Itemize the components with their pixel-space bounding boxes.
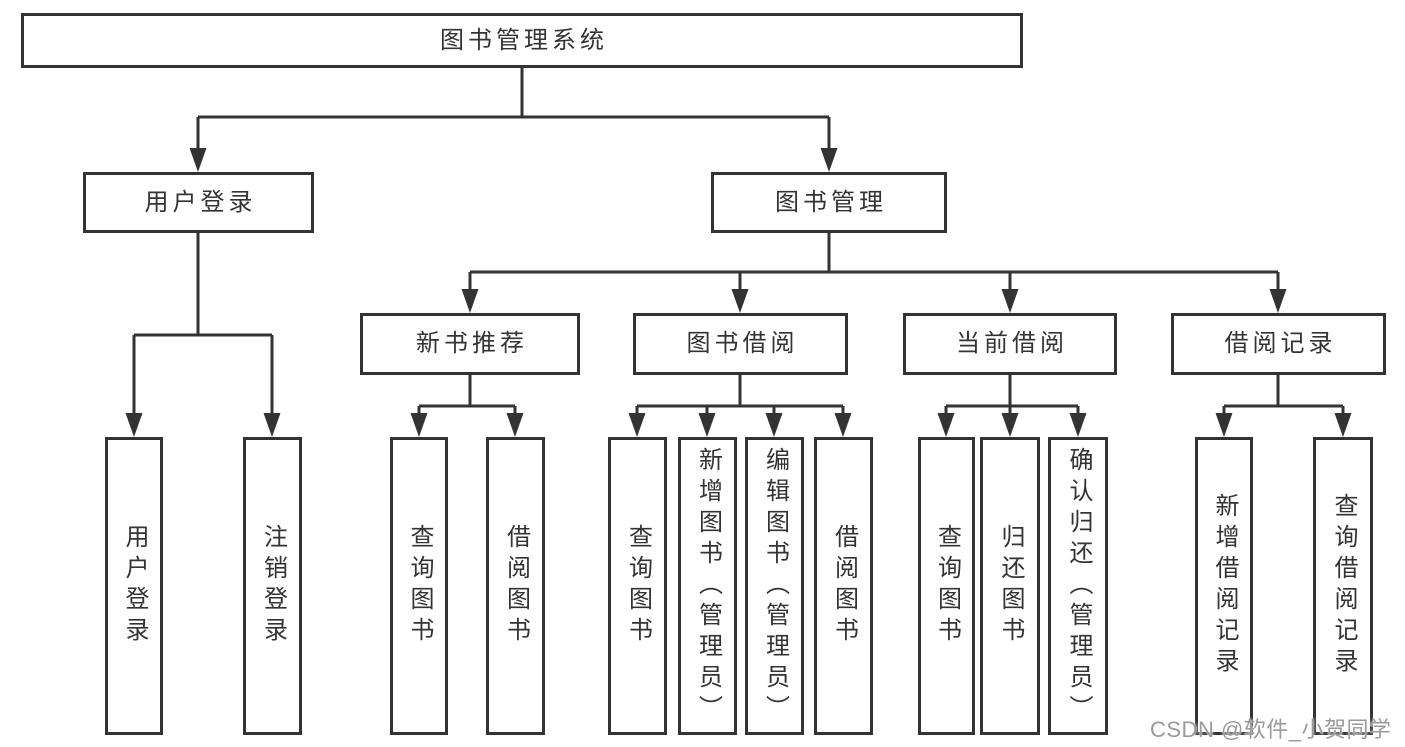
- node-label: 用户登录: [121, 524, 148, 648]
- node-label: 查询图书: [406, 524, 433, 648]
- leaf-current-query-books: 查询图书: [918, 437, 975, 735]
- node-label: 新增借阅记录: [1211, 493, 1238, 679]
- node-label: 注销登录: [259, 524, 287, 648]
- node-label: 图书管理系统: [440, 26, 608, 54]
- leaf-logout-login: 注销登录: [243, 437, 302, 735]
- arrowheads: [125, 148, 1352, 437]
- node-new-book-recommend: 新书推荐: [360, 313, 580, 375]
- tree-connector-path: [132, 68, 1345, 417]
- node-user-login: 用户登录: [83, 172, 314, 233]
- leaf-return-books: 归还图书: [980, 437, 1040, 735]
- node-label: 查询借阅记录: [1330, 493, 1357, 679]
- node-label: 新书推荐: [416, 330, 528, 357]
- leaf-query-borrow-record: 查询借阅记录: [1313, 437, 1373, 735]
- leaf-user-login: 用户登录: [105, 437, 163, 735]
- node-label: 借阅记录: [1224, 330, 1337, 357]
- csdn-watermark: CSDN @软件_小贺同学: [1150, 717, 1392, 742]
- node-label: 编辑图书（管理员）: [761, 446, 789, 726]
- node-label: 当前借阅: [956, 330, 1068, 357]
- leaf-borrowing-borrow-books: 借阅图书: [814, 437, 873, 735]
- node-label: 用户登录: [144, 188, 257, 216]
- node-label: 查询图书: [933, 524, 961, 648]
- leaf-edit-book-admin: 编辑图书（管理员）: [745, 437, 804, 735]
- leaf-recommend-query-books: 查询图书: [390, 437, 448, 735]
- node-label: 借阅图书: [502, 524, 530, 648]
- node-label: 归还图书: [997, 524, 1024, 648]
- leaf-confirm-return-admin: 确认归还（管理员）: [1048, 437, 1108, 735]
- node-borrowing-records: 借阅记录: [1171, 313, 1386, 375]
- node-book-management: 图书管理: [711, 172, 947, 233]
- node-label: 新增图书（管理员）: [694, 446, 722, 726]
- node-book-borrowing: 图书借阅: [633, 313, 848, 375]
- leaf-add-borrow-record: 新增借阅记录: [1195, 437, 1253, 735]
- leaf-add-book-admin: 新增图书（管理员）: [678, 437, 737, 735]
- node-label: 图书借阅: [686, 330, 799, 357]
- node-label: 查询图书: [624, 524, 652, 648]
- node-label: 借阅图书: [830, 524, 858, 648]
- node-library-management-system: 图书管理系统: [21, 13, 1023, 68]
- node-label: 确认归还（管理员）: [1065, 446, 1092, 726]
- node-current-borrowing: 当前借阅: [903, 313, 1117, 375]
- node-label: 图书管理: [775, 188, 887, 216]
- leaf-recommend-borrow-books: 借阅图书: [486, 437, 545, 735]
- leaf-borrowing-query-books: 查询图书: [608, 437, 667, 735]
